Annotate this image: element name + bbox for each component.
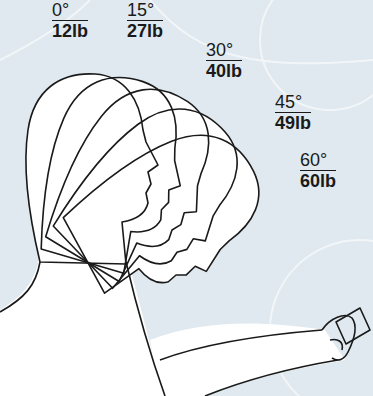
angle-label: 30° (206, 40, 242, 61)
angle-label: 0° (52, 0, 88, 21)
weight-label: 27lb (127, 21, 163, 42)
angle-weight-label: 15°27lb (127, 0, 163, 42)
weight-label: 60lb (300, 171, 336, 192)
weight-label: 40lb (206, 61, 242, 82)
angle-weight-label: 60°60lb (300, 150, 336, 192)
figure-outline (0, 64, 370, 396)
figure-fill (0, 64, 345, 396)
angle-weight-label: 30°40lb (206, 40, 242, 82)
weight-label: 49lb (275, 113, 311, 134)
angle-label: 45° (275, 92, 311, 113)
angle-weight-label: 0°12lb (52, 0, 88, 42)
weight-label: 12lb (52, 21, 88, 42)
angle-label: 15° (127, 0, 163, 21)
angle-label: 60° (300, 150, 336, 171)
angle-weight-label: 45°49lb (275, 92, 311, 134)
